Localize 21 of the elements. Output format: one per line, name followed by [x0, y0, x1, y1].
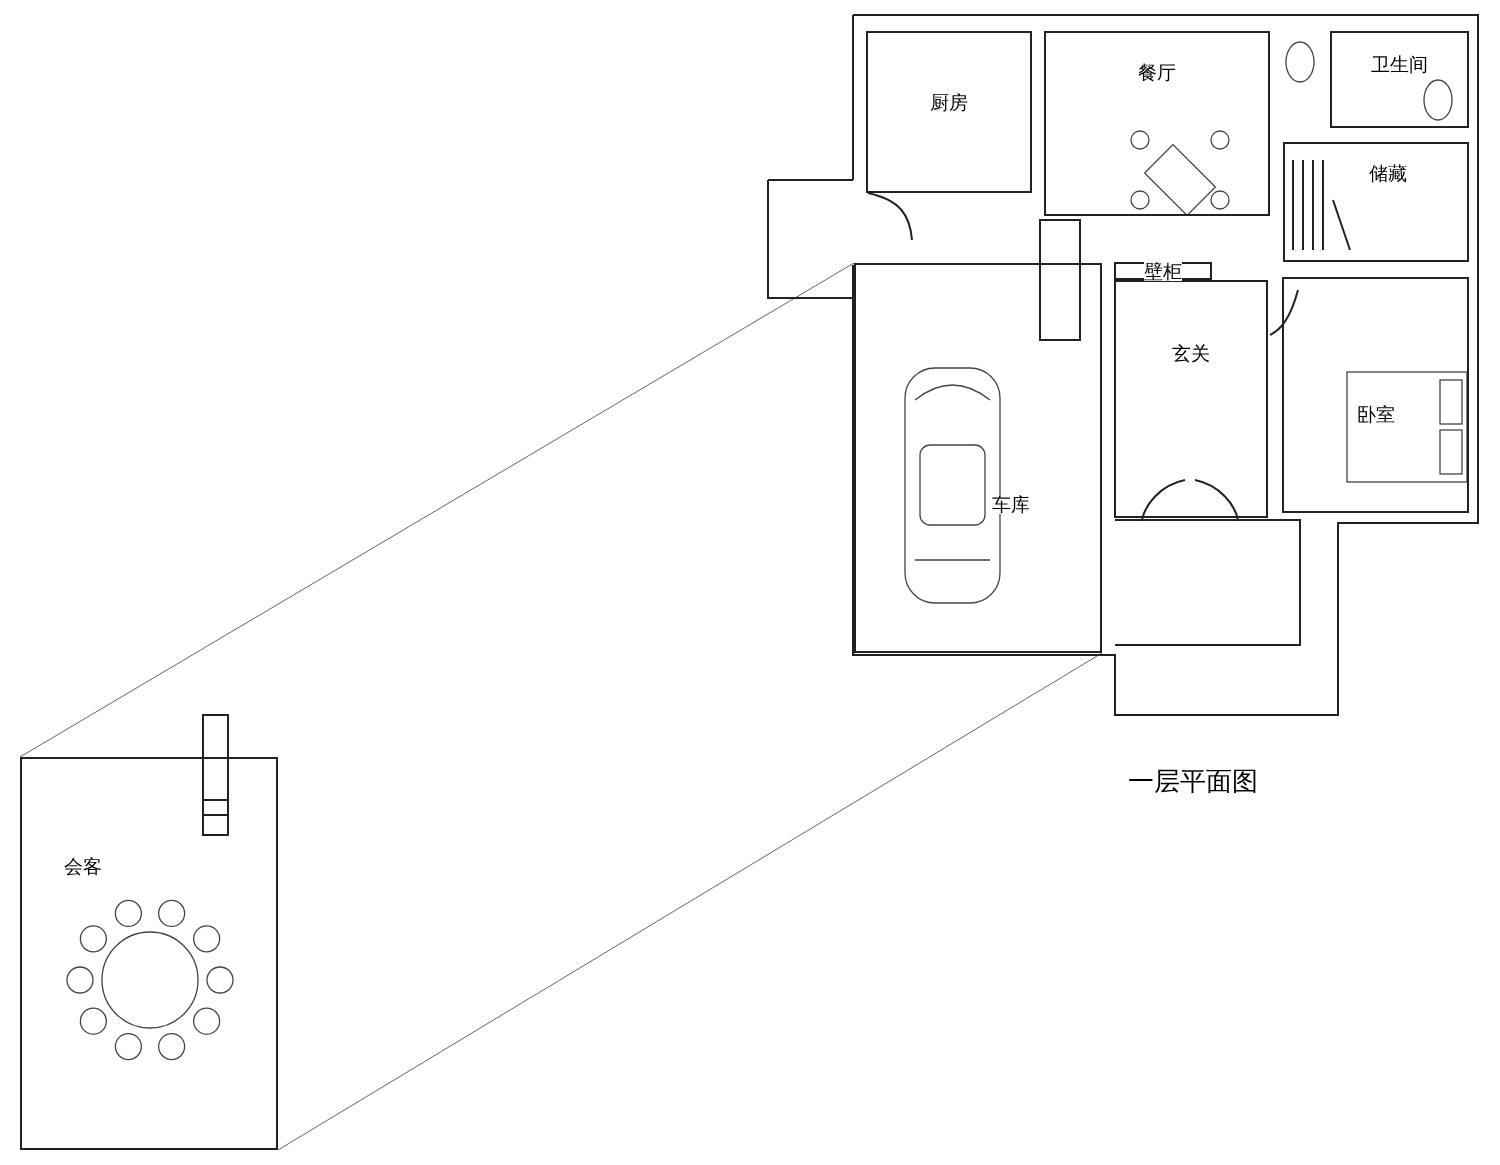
room-label: 玄关 — [1172, 344, 1210, 363]
room-label: 壁柜 — [1144, 261, 1182, 281]
room-outline — [1282, 277, 1469, 513]
room-outline — [1283, 142, 1469, 262]
room-outline — [20, 757, 278, 1150]
projection-line — [277, 652, 1103, 1151]
room-outline — [1114, 280, 1268, 518]
room-outline — [866, 31, 1032, 193]
room-label: 会客 — [64, 857, 102, 876]
room-label: 厨房 — [930, 93, 968, 112]
room-outline — [854, 263, 1102, 653]
room-label: 储藏 — [1369, 164, 1407, 183]
room-outline — [1330, 31, 1469, 128]
room-outline — [1044, 31, 1270, 216]
projection-line — [19, 262, 855, 758]
room-label: 卧室 — [1356, 405, 1395, 424]
plan-title: 一层平面图 — [1128, 765, 1258, 798]
room-label: 车库 — [992, 495, 1030, 514]
room-label: 餐厅 — [1138, 63, 1176, 82]
room-label: 卫生间 — [1371, 55, 1428, 74]
room-outline — [1114, 262, 1212, 280]
